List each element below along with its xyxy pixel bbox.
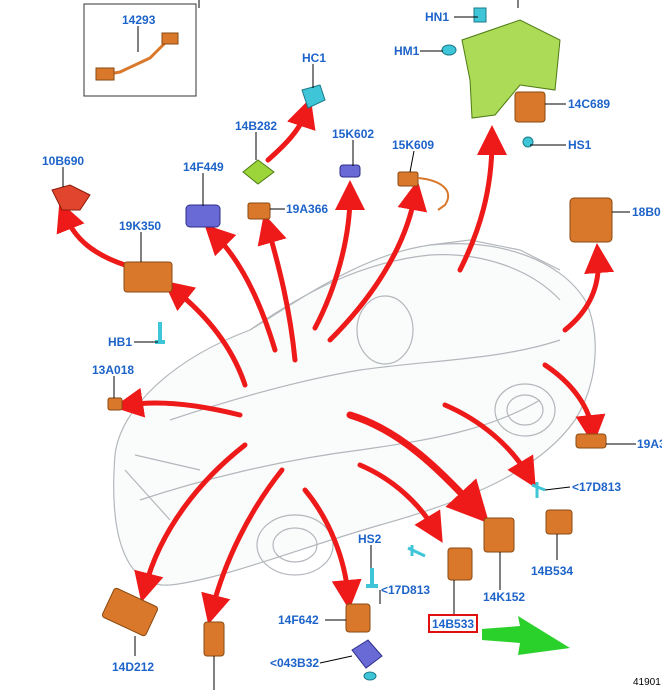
label-043B32: <043B32 (270, 656, 319, 670)
part-14C689 (514, 91, 546, 123)
part-15K602 (339, 164, 361, 178)
red-arrow-10B690 (56, 201, 128, 268)
red-arrow-19K350 (163, 280, 248, 388)
part-14B533 (447, 547, 473, 581)
red-arrow-13A018 (113, 387, 243, 418)
label-10B690: 10B690 (42, 154, 84, 168)
label-15K602: 15K602 (332, 127, 374, 141)
red-arrows (56, 97, 615, 625)
label-HM1: HM1 (394, 44, 420, 58)
green-panel (461, 19, 561, 119)
label-14F642: 14F642 (278, 613, 319, 627)
red-arrow-15K609 (327, 180, 428, 343)
inset-box (83, 3, 197, 97)
label-HC1: HC1 (302, 51, 326, 65)
part-HM1 (441, 44, 457, 56)
label-HS2: HS2 (358, 532, 382, 546)
label-HS1: HS1 (568, 138, 592, 152)
label-18B0: 18B0 (632, 205, 661, 219)
components (51, 7, 613, 681)
label-14293: 14293 (122, 13, 156, 27)
part-14D212 (101, 587, 159, 637)
part-043B32-fastener (363, 671, 377, 681)
label-19A3: 19A3 (637, 437, 662, 451)
part-HB1 (155, 322, 165, 344)
label-15K609: 15K609 (392, 138, 434, 152)
part-17D813-right (531, 482, 546, 498)
red-arrow-19A366 (257, 213, 298, 363)
red-arrow-HN1 (457, 125, 507, 273)
label-14D212: 14D212 (112, 660, 154, 674)
image-code: 41901 (633, 677, 661, 688)
green-pointer-arrow (482, 616, 570, 655)
red-arrow-15K602 (312, 180, 365, 331)
label-14F449: 14F449 (183, 160, 224, 174)
part-19A3 (575, 433, 607, 449)
car-outline (113, 239, 596, 586)
part-14F642 (345, 603, 371, 633)
leader-lines (62, 0, 636, 690)
label-14K152: 14K152 (483, 590, 525, 604)
red-arrow-17D813-right (442, 402, 536, 488)
part-14F449 (185, 204, 221, 228)
part-19K350 (123, 261, 173, 293)
part-10B690 (51, 184, 91, 211)
red-arrow-14K152 (346, 411, 490, 524)
harness-14293 (95, 32, 179, 81)
part-13A018 (107, 397, 123, 411)
component-labels: 14293 HN1 HM1 HC1 14C689 HS1 14B282 15K6… (42, 10, 662, 674)
label-19A366: 19A366 (286, 202, 328, 216)
label-17D813-mid: <17D813 (381, 583, 430, 597)
label-19K350: 19K350 (119, 219, 161, 233)
part-HC1 (301, 84, 326, 109)
label-14B534: 14B534 (531, 564, 573, 578)
red-arrow-14F642-bottom (201, 467, 285, 625)
part-HS2 (366, 568, 378, 588)
part-HN1 (473, 7, 487, 23)
part-18B0 (569, 197, 613, 243)
part-15K609 (397, 171, 450, 211)
label-14C689: 14C689 (568, 97, 610, 111)
label-14B533: 14B533 (432, 617, 474, 631)
label-HN1: HN1 (425, 10, 449, 24)
label-14B282: 14B282 (235, 119, 277, 133)
highlight-frame (428, 614, 478, 633)
part-19A366 (247, 202, 271, 220)
part-17D813-mid (407, 545, 426, 558)
red-arrow-17D813-mid (357, 462, 443, 543)
label-HB1: HB1 (108, 335, 132, 349)
part-043B32 (351, 639, 383, 669)
label-17D813-right: <17D813 (572, 480, 621, 494)
red-arrow-18B0 (562, 243, 615, 333)
red-arrow-14F449 (204, 224, 278, 353)
part-14F642-lower (203, 621, 225, 657)
part-14B282 (242, 159, 275, 185)
red-arrow-19A3 (542, 362, 606, 445)
red-arrow-HC1 (265, 97, 316, 163)
part-14B534 (545, 509, 573, 535)
red-arrow-14F642 (302, 487, 362, 610)
part-14K152 (483, 517, 515, 553)
label-13A018: 13A018 (92, 363, 134, 377)
red-arrow-14D212 (134, 442, 248, 603)
